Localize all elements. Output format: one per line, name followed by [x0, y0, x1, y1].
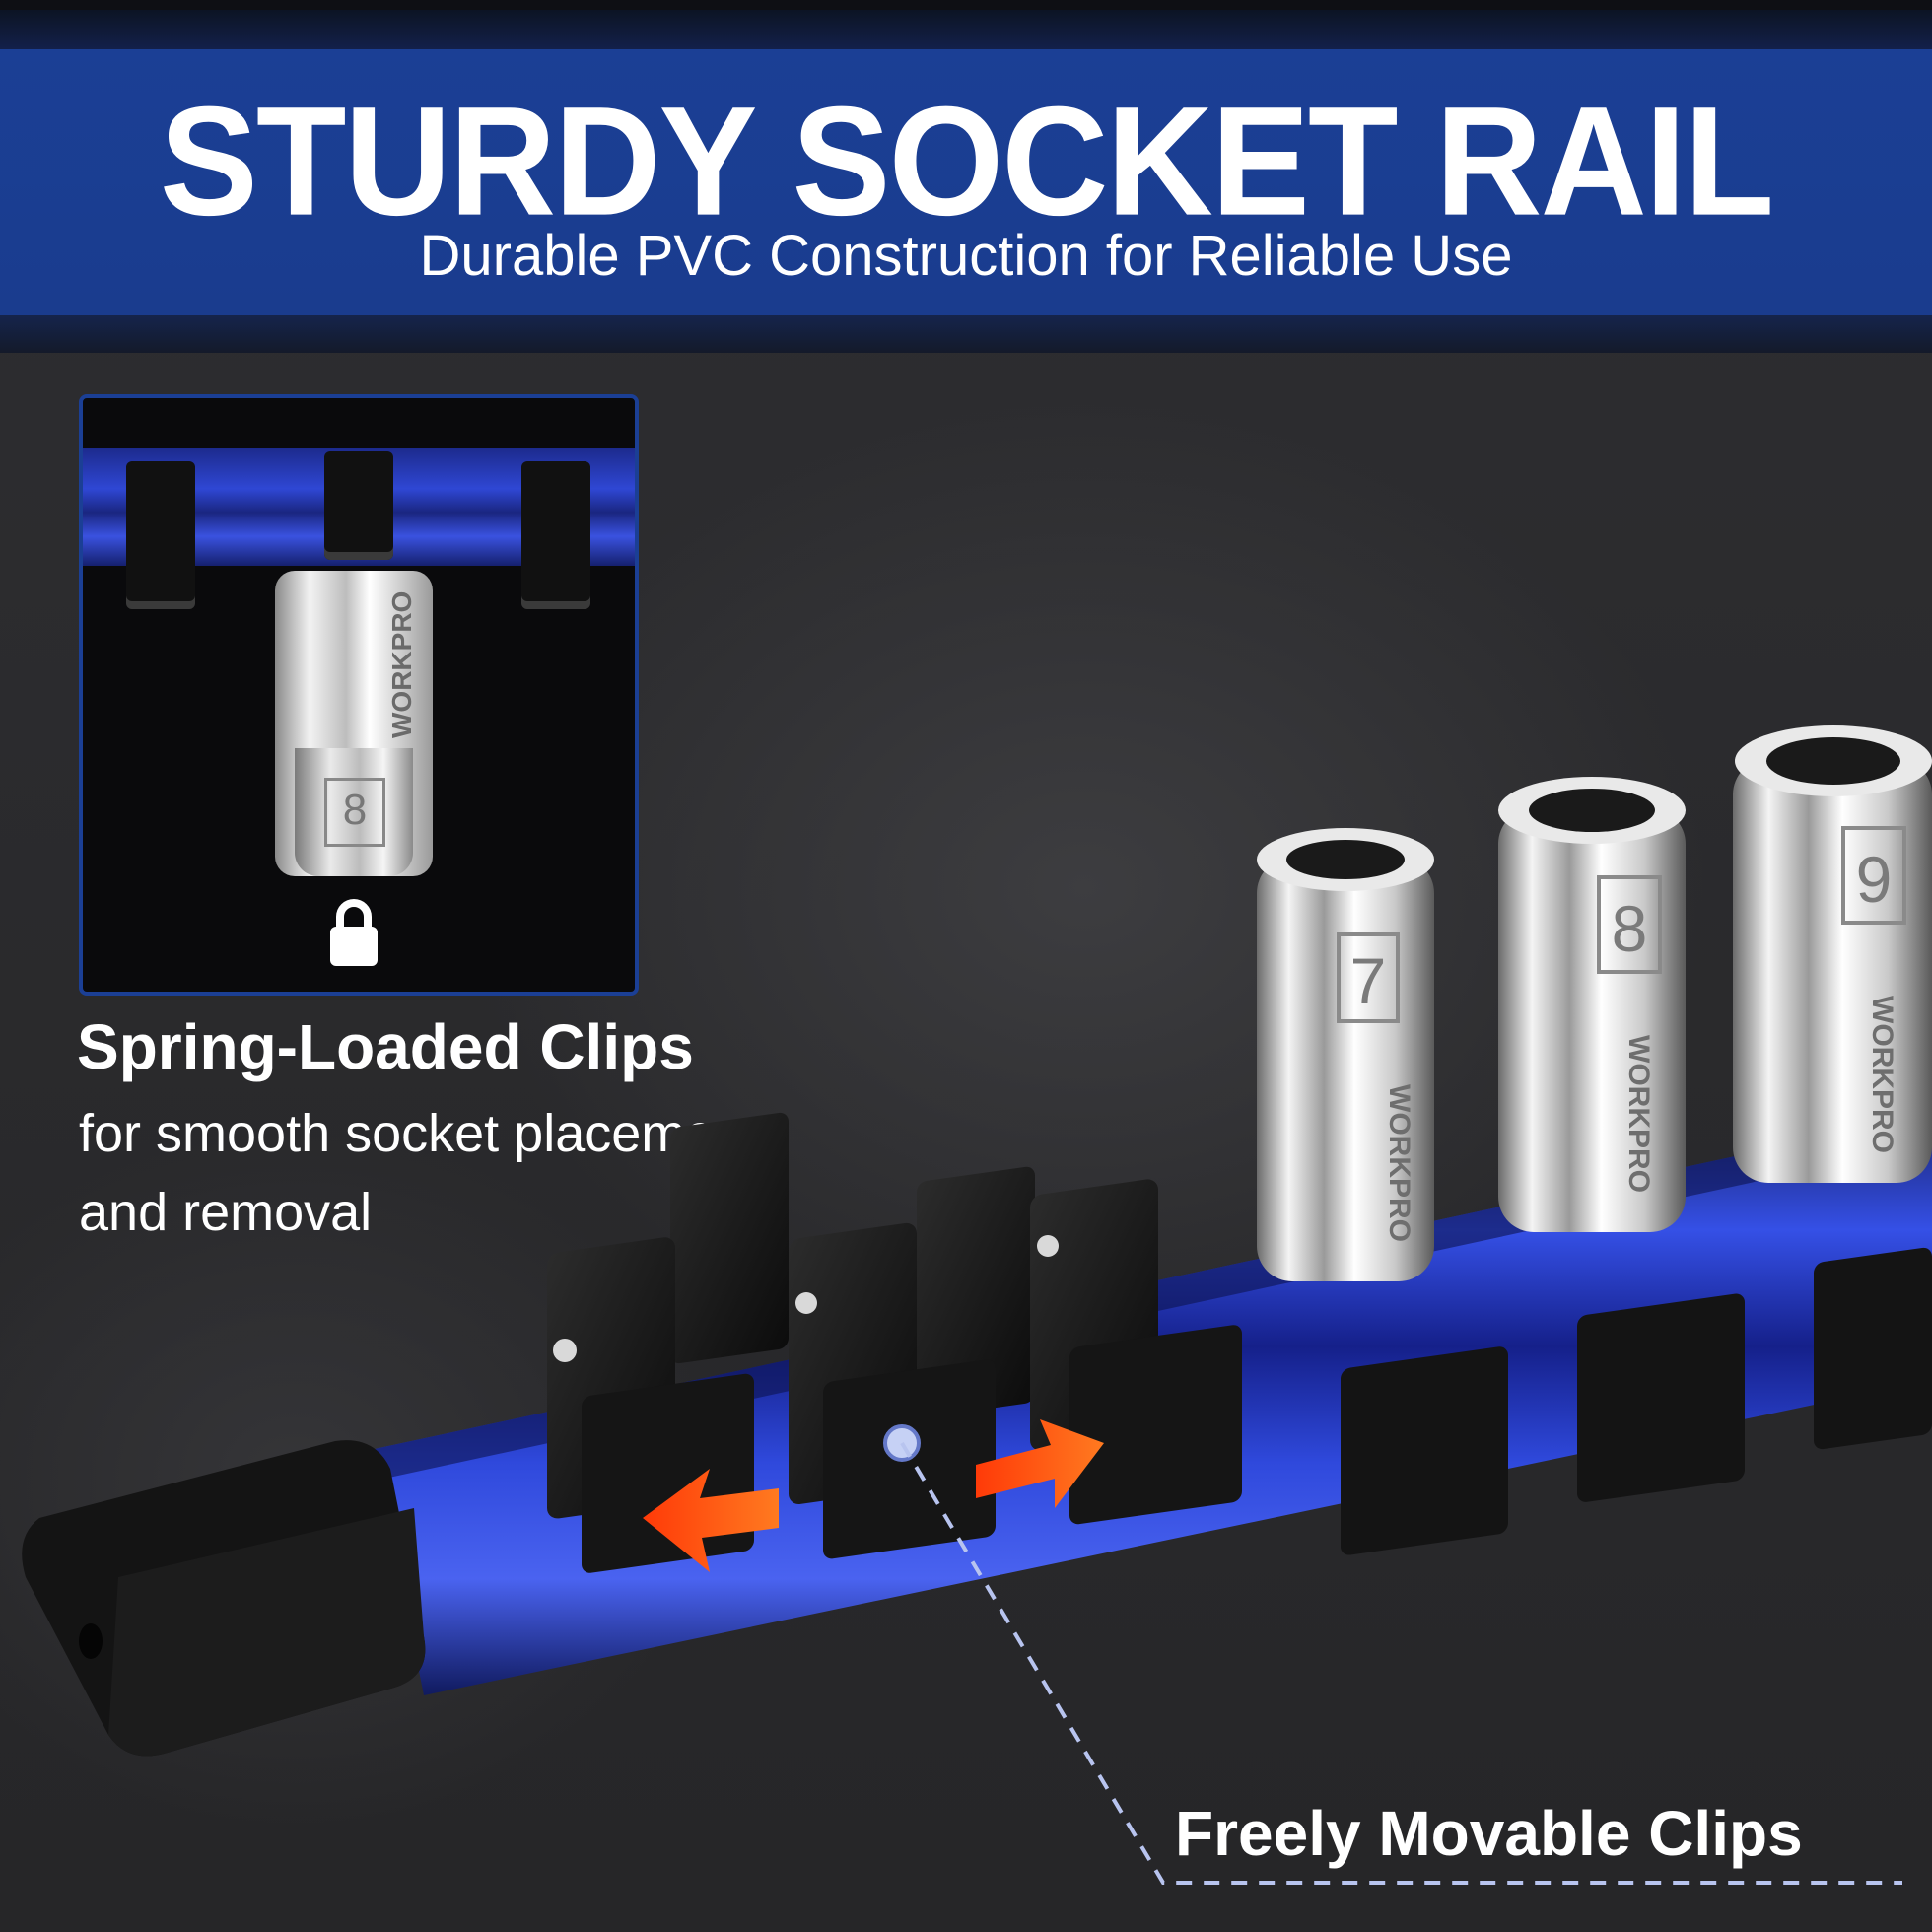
- inset-socket-drive-end: [295, 748, 413, 876]
- svg-text:WORKPRO: WORKPRO: [1622, 1035, 1655, 1193]
- clip: [670, 1112, 789, 1364]
- svg-text:8: 8: [1612, 892, 1648, 965]
- socket-7: 7 WORKPRO: [1257, 828, 1434, 1281]
- rail-end-cap: [22, 1440, 426, 1757]
- banner-shade-bottom: [0, 315, 1932, 353]
- inset-clip: [126, 461, 195, 609]
- spring-clips-description: for smooth socket placement and removal: [79, 1094, 966, 1252]
- clip: [1030, 1179, 1242, 1525]
- inset-clip: [324, 451, 393, 560]
- svg-text:9: 9: [1856, 843, 1893, 916]
- ball-detent: [795, 1292, 817, 1314]
- clip: [1341, 1346, 1508, 1555]
- page-title: STURDY SOCKET RAIL: [159, 73, 1774, 248]
- svg-text:7: 7: [1350, 944, 1387, 1017]
- title-banner: [0, 49, 1932, 315]
- top-edge-strip: [0, 0, 1932, 10]
- spring-clips-heading: Spring-Loaded Clips: [77, 1011, 694, 1082]
- clip: [1814, 1247, 1932, 1450]
- inset-socket-brand-label: WORKPRO: [386, 591, 417, 738]
- clip: [917, 1166, 1035, 1417]
- banner-shade-top: [0, 10, 1932, 49]
- svg-text:WORKPRO: WORKPRO: [1866, 996, 1898, 1153]
- lock-icon: [330, 899, 378, 966]
- page-subtitle: Durable PVC Construction for Reliable Us…: [419, 224, 1513, 288]
- movable-clips-heading: Freely Movable Clips: [1175, 1798, 1803, 1869]
- inset-clip: [521, 461, 590, 609]
- clip: [1577, 1293, 1745, 1502]
- inset-socket-size-label: 8: [324, 778, 385, 847]
- socket-8: 8 WORKPRO: [1498, 777, 1686, 1232]
- spring-clip-inset-photo: WORKPRO 8: [79, 394, 639, 996]
- callout-leader-line: [900, 1441, 1902, 1885]
- svg-text:WORKPRO: WORKPRO: [386, 591, 417, 738]
- socket-9: 9 WORKPRO: [1733, 725, 1932, 1183]
- svg-text:WORKPRO: WORKPRO: [1383, 1084, 1415, 1242]
- spring-clips-desc-line: for smooth socket placement: [79, 1104, 760, 1163]
- spring-clips-desc-line: and removal: [79, 1183, 373, 1242]
- slide-left-arrow-icon: [643, 1469, 779, 1572]
- slide-right-arrow-icon: [976, 1419, 1104, 1508]
- ball-detent: [553, 1339, 577, 1362]
- ball-detent: [1037, 1235, 1059, 1257]
